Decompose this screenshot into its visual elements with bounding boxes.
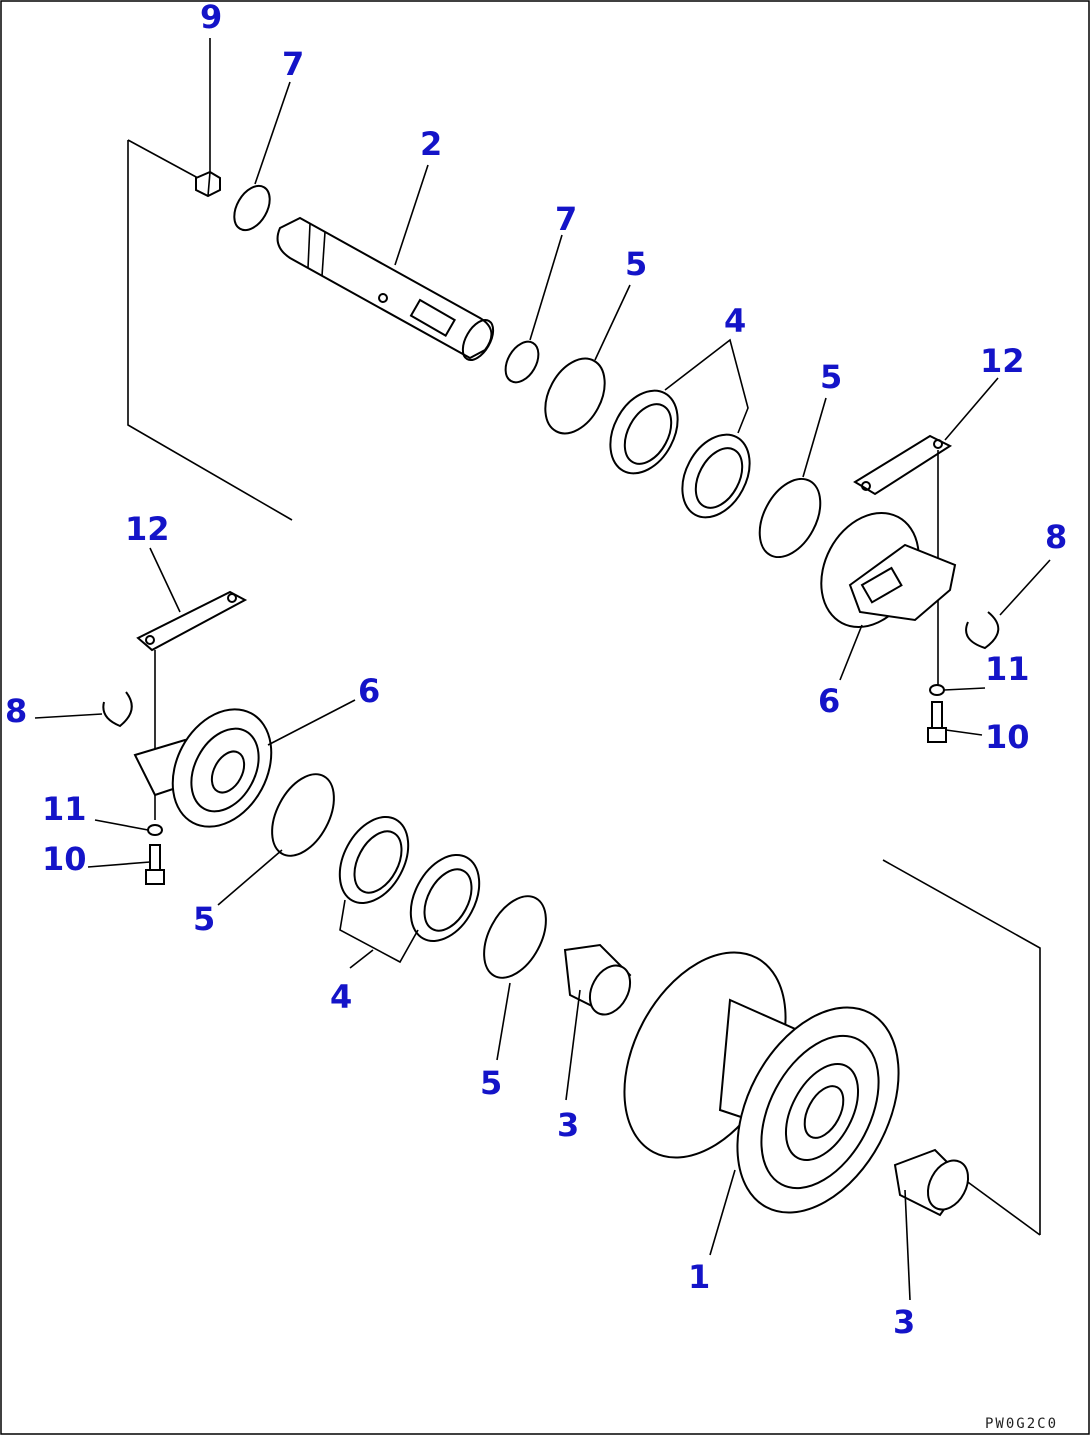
callout-1: 1 [688, 1258, 710, 1296]
o-ring-part [544, 357, 606, 435]
callout-4: 4 [724, 302, 746, 340]
plug-bolt-part [195, 170, 221, 198]
callout-8: 8 [1045, 518, 1067, 556]
washer-part [929, 684, 945, 696]
o-ring-part [271, 773, 335, 857]
snap-ring-part [965, 611, 1000, 650]
o-ring-part [483, 895, 547, 979]
assembly-bracket-right [882, 859, 1041, 1236]
bushing-part [563, 943, 632, 1016]
callout-3: 3 [893, 1303, 915, 1341]
callout-5: 5 [820, 358, 842, 396]
callout-2: 2 [420, 125, 442, 163]
callout-10: 10 [42, 840, 87, 878]
callout-10: 10 [985, 718, 1030, 756]
track-roller-part [623, 951, 900, 1214]
callout-8: 8 [5, 692, 27, 730]
callout-11: 11 [42, 790, 87, 828]
callout-9: 9 [200, 0, 222, 36]
collar-part [133, 708, 273, 828]
collar-part [820, 511, 957, 629]
bolt-part [927, 701, 947, 743]
callout-12: 12 [980, 342, 1025, 380]
assembly-bracket-left [127, 139, 293, 521]
floating-seal-part [609, 389, 751, 519]
callout-labels: 9 7 2 7 5 4 5 12 8 11 10 6 12 8 6 11 10 … [5, 0, 1067, 1341]
callout-12: 12 [125, 510, 170, 548]
callout-4: 4 [330, 978, 352, 1016]
callout-5: 5 [625, 245, 647, 283]
callout-6: 6 [358, 672, 380, 710]
callout-5: 5 [193, 900, 215, 938]
floating-seal-part [338, 816, 481, 942]
drawing-code: PW0G2C0 [985, 1416, 1058, 1432]
snap-ring-part [102, 691, 133, 728]
callout-7: 7 [555, 200, 577, 238]
callout-11: 11 [985, 650, 1030, 688]
washer-part [147, 824, 163, 836]
o-ring-part [758, 477, 822, 559]
bolt-part [145, 844, 165, 885]
o-ring-part [233, 184, 271, 232]
leader-lines [34, 38, 1051, 1301]
callout-6: 6 [818, 682, 840, 720]
callout-3: 3 [557, 1106, 579, 1144]
o-ring-part [504, 340, 540, 384]
shaft-part [276, 216, 495, 361]
callout-5: 5 [480, 1064, 502, 1102]
callout-7: 7 [282, 45, 304, 83]
bushing-part [893, 1148, 970, 1217]
